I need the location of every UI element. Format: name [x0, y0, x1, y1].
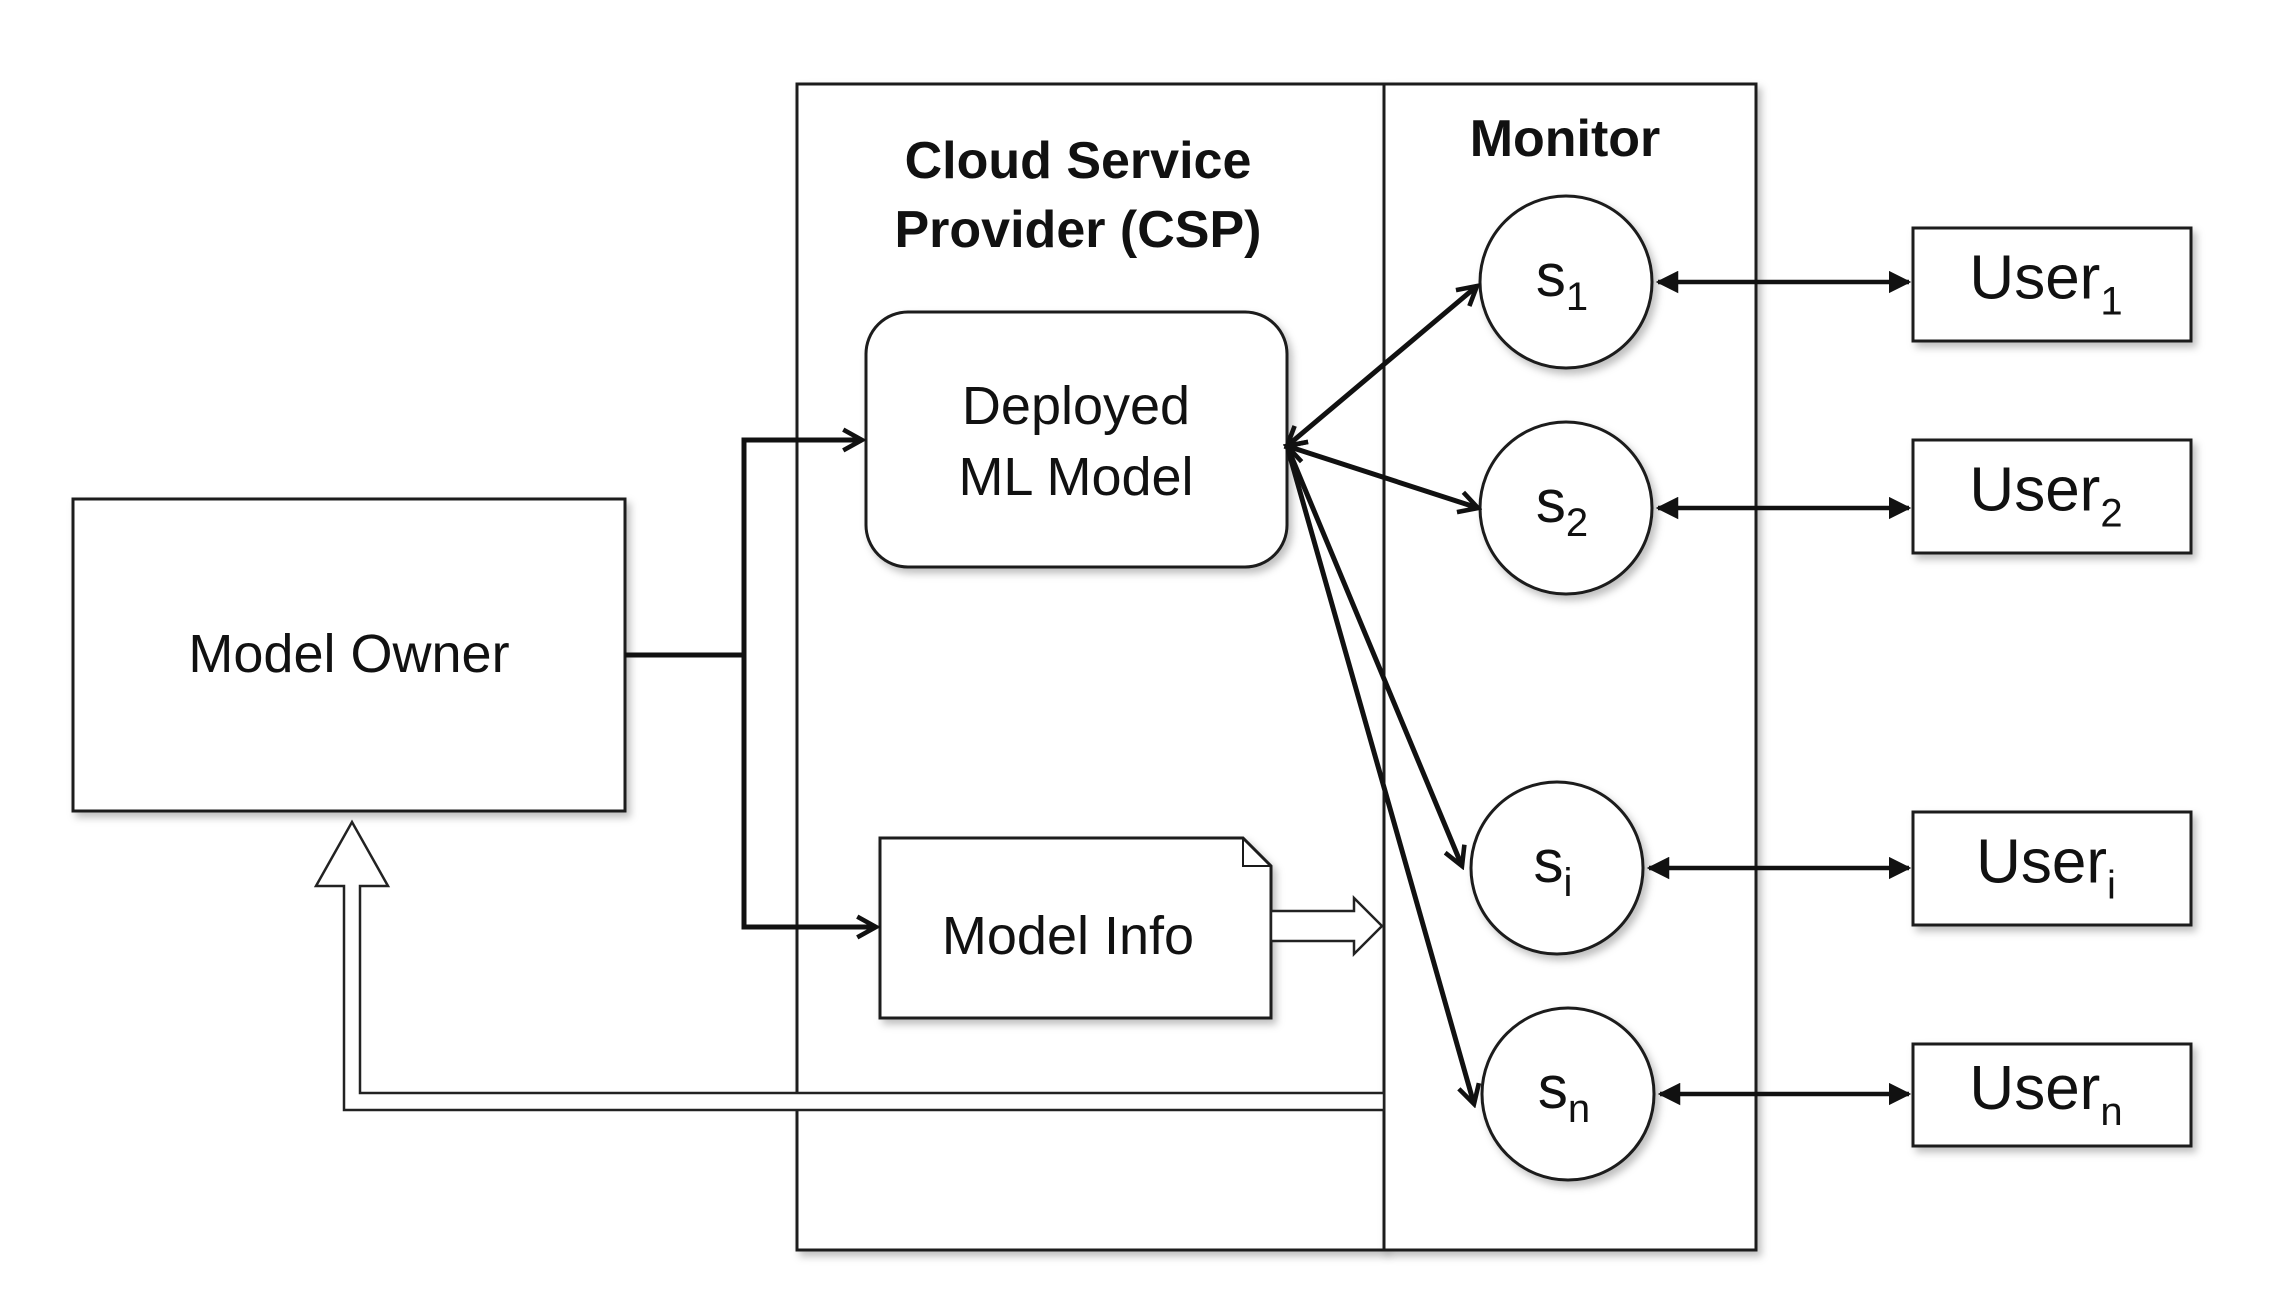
- csp-panel: [795, 82, 1386, 1252]
- info-to-monitor-arrow: [1269, 894, 1384, 958]
- monitor-title: Monitor: [1470, 110, 1661, 168]
- csp-title-line2: Provider (CSP): [895, 201, 1262, 259]
- service-label: sn: [1538, 1054, 1590, 1131]
- service-label-base: s: [1534, 828, 1564, 895]
- owner-to-csp-connector: [625, 440, 862, 658]
- model-owner-box: [71, 497, 627, 813]
- user-label: User1: [1969, 244, 2122, 324]
- deployed-model-line2: ML Model: [958, 447, 1193, 507]
- user-label-base: User: [1969, 244, 2100, 313]
- model-service-link: [1287, 286, 1477, 446]
- service-circle: [1480, 1006, 1656, 1182]
- deployed-model-box: [864, 310, 1289, 569]
- model-service-link: [1284, 445, 1462, 866]
- service-node-1: s1: [1478, 194, 1654, 370]
- user-label: User2: [1969, 456, 2122, 536]
- service-node-n: sn: [1480, 1006, 1656, 1182]
- monitor-to-owner-arrow: [313, 819, 1386, 1112]
- service-label: s1: [1536, 242, 1588, 319]
- service-label-base: s: [1536, 468, 1566, 535]
- user-box: [1911, 1042, 2193, 1148]
- service-node-2: s2: [1478, 420, 1654, 596]
- service-label-base: s: [1538, 1054, 1568, 1121]
- user-label-base: User: [1976, 828, 2107, 897]
- model-info-fold: [1242, 838, 1271, 867]
- service-label-sub: 2: [1566, 501, 1588, 545]
- user-box: [1911, 438, 2193, 555]
- user-label-sub: i: [2107, 864, 2116, 908]
- user-label-sub: 1: [2100, 280, 2122, 324]
- user-label-base: User: [1969, 1054, 2100, 1123]
- user-node-n: Usern: [1911, 1042, 2193, 1148]
- service-node-i: si: [1469, 780, 1645, 956]
- user-label: Useri: [1976, 828, 2116, 908]
- service-label-sub: i: [1564, 861, 1573, 905]
- model-service-link: [1284, 445, 1474, 1104]
- user-label-base: User: [1969, 456, 2100, 525]
- user-box: [1911, 810, 2193, 927]
- service-circle: [1478, 194, 1654, 370]
- service-label-sub: 1: [1566, 275, 1588, 319]
- owner-to-info-connector: [741, 655, 876, 927]
- user-node-i: Useri: [1911, 810, 2193, 927]
- model-owner-label: Model Owner: [188, 624, 509, 684]
- service-label: s2: [1536, 468, 1588, 545]
- user-label-sub: n: [2100, 1090, 2122, 1134]
- service-label-sub: n: [1568, 1087, 1590, 1131]
- deployed-model-line1: Deployed: [962, 376, 1190, 436]
- service-label-base: s: [1536, 242, 1566, 309]
- user-label-sub: 2: [2100, 492, 2122, 536]
- csp-title-line1: Cloud Service: [905, 132, 1252, 190]
- user-box: [1911, 226, 2193, 343]
- model-service-links: [1287, 286, 1478, 1104]
- model-info-label: Model Info: [942, 906, 1194, 966]
- user-label: Usern: [1969, 1054, 2122, 1134]
- service-label: si: [1534, 828, 1573, 905]
- service-circle: [1469, 780, 1645, 956]
- user-node-1: User1: [1911, 226, 2193, 343]
- user-node-2: User2: [1911, 438, 2193, 555]
- model-service-link: [1287, 446, 1478, 508]
